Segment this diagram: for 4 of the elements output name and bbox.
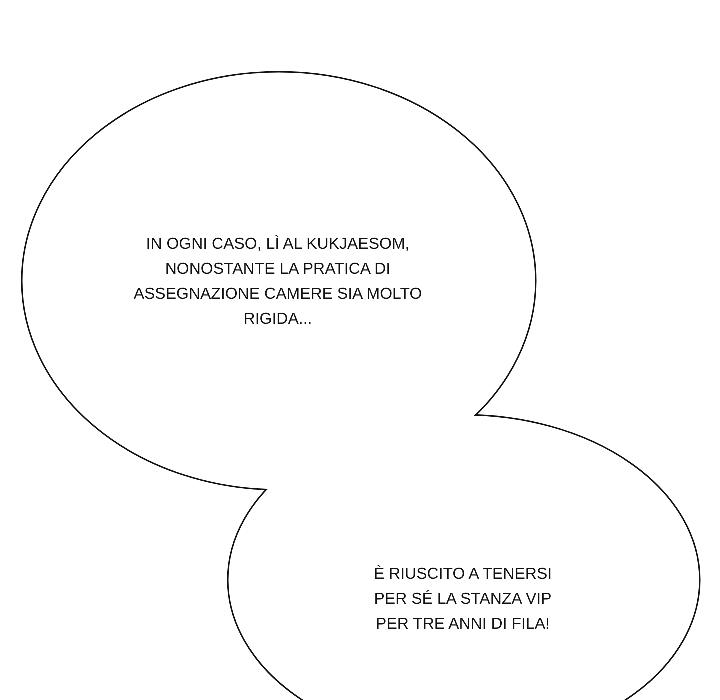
bubble-text: È RIUSCITO A TENERSI PER SÉ LA STANZA VIP PER TRE ANNI DI FILA! [372, 564, 554, 635]
speech-bubble [22, 72, 536, 490]
speech-bubble [228, 415, 700, 700]
bubble-text: IN OGNI CASO, LÌ AL KUKJAESOM, NONOSTANTE LA PRATICA DI ASSEGNAZIONE CAMERE SIA MOLTO RIGIDA... [132, 234, 424, 330]
